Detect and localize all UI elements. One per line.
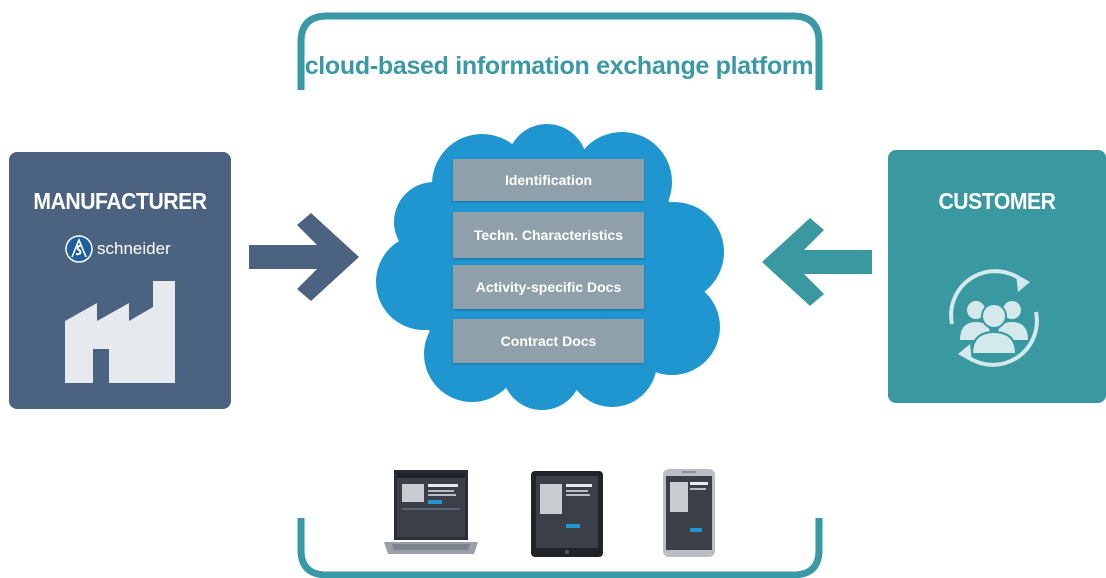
customer-box: CUSTOMER	[888, 150, 1106, 403]
brand-name: schneider	[97, 239, 171, 258]
platform-title: cloud-based information exchange platfor…	[304, 52, 814, 80]
arrow-left-icon	[762, 218, 872, 306]
schneider-logo-icon	[65, 235, 93, 263]
platform-frame-bottom	[297, 518, 823, 578]
arrow-right-icon	[249, 213, 359, 301]
doc-activity-specific: Activity-specific Docs	[453, 265, 644, 309]
brand: schneider	[65, 235, 171, 263]
doc-technical-characteristics: Techn. Characteristics	[453, 212, 644, 258]
smartphone-icon	[663, 469, 715, 557]
tablet-icon	[531, 471, 603, 557]
doc-identification: Identification	[453, 159, 644, 201]
customer-title: CUSTOMER	[938, 188, 1056, 214]
platform-frame-top	[297, 12, 823, 90]
user-group-cycle-icon	[949, 269, 1039, 367]
manufacturer-box: MANUFACTURER schneider	[9, 152, 231, 409]
doc-contract: Contract Docs	[453, 319, 644, 363]
factory-icon	[65, 281, 175, 383]
manufacturer-title: MANUFACTURER	[33, 188, 207, 214]
laptop-icon	[384, 470, 478, 554]
